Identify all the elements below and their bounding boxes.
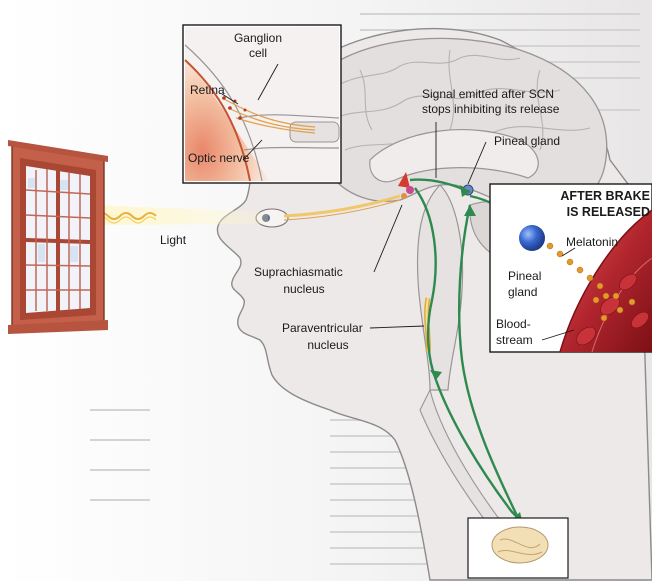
- inset-label-blood-line1: Blood-: [496, 318, 531, 331]
- melatonin-leader: [562, 248, 575, 256]
- inset-label-pineal-line2: gland: [508, 286, 537, 299]
- melatonin-granule: [567, 259, 573, 265]
- melatonin-dots: [547, 243, 635, 321]
- label-scn-line1: Suprachiasmatic: [254, 266, 343, 279]
- melatonin-granule: [629, 299, 635, 305]
- label-optic-nerve: Optic nerve: [188, 152, 249, 165]
- melatonin-granule: [617, 307, 623, 313]
- inset-label-blood-line2: stream: [496, 334, 533, 347]
- label-signal-line1: Signal emitted after SCN: [422, 88, 554, 101]
- label-pvn-line1: Paraventricular: [282, 322, 363, 335]
- label-retina: Retina: [190, 84, 225, 97]
- inset-title-line1: AFTER BRAKE: [548, 190, 650, 203]
- melatonin-granule: [547, 243, 553, 249]
- label-ganglion-line1: Ganglion: [218, 32, 298, 45]
- label-signal-line2: stops inhibiting its release: [422, 103, 559, 116]
- melatonin-granule: [577, 267, 583, 273]
- melatonin-granule: [613, 293, 619, 299]
- bloodstream-leader: [542, 330, 574, 340]
- inset-label-pineal-line1: Pineal: [508, 270, 541, 283]
- melatonin-granule: [597, 283, 603, 289]
- label-pineal-gland: Pineal gland: [494, 135, 560, 148]
- label-pvn-line2: nucleus: [282, 339, 374, 352]
- melatonin-granule: [587, 275, 593, 281]
- melatonin-granule: [593, 297, 599, 303]
- inset-title-line2: IS RELEASED: [548, 206, 650, 219]
- melatonin-granule: [603, 293, 609, 299]
- melatonin-granule: [601, 315, 607, 321]
- label-ganglion-line2: cell: [218, 47, 298, 60]
- label-scn-line2: nucleus: [254, 283, 354, 296]
- inset-label-melatonin: Melatonin: [566, 236, 618, 249]
- label-light: Light: [160, 234, 186, 247]
